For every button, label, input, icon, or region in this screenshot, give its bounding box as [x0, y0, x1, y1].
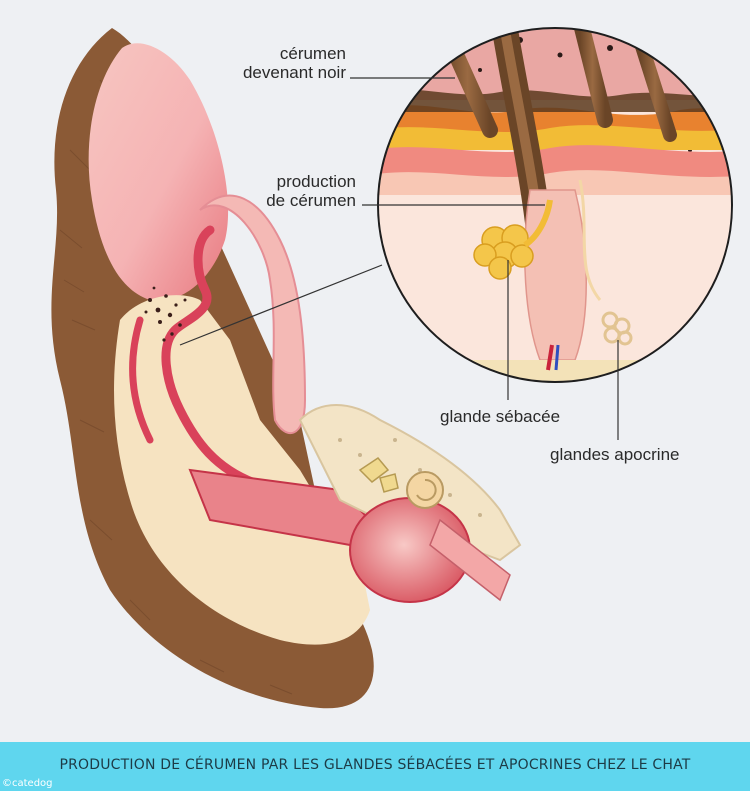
ear-skin-body [114, 295, 370, 645]
caption-bar: PRODUCTION DE CÉRUMEN PAR LES GLANDES SÉ… [0, 742, 750, 791]
label-production-cerumen: production de cérumen [266, 172, 356, 210]
zoom-pointer-line [179, 264, 383, 346]
cerumen-dots [144, 286, 187, 342]
magnified-skin-section [378, 28, 732, 382]
sebaceous-gland [473, 224, 534, 280]
caption-text: PRODUCTION DE CÉRUMEN PAR LES GLANDES SÉ… [59, 757, 691, 773]
pinna-inner [88, 43, 229, 301]
credit-text: ©catedog [2, 778, 53, 789]
cochlea [406, 471, 444, 509]
apocrine-duct [578, 179, 602, 301]
label-glande-sebacee: glande sébacée [440, 407, 561, 426]
label-cerumen-noir: cérumen devenant noir [242, 44, 346, 82]
label-glandes-apocrine: glandes apocrine [550, 445, 680, 464]
apocrine-gland [601, 311, 633, 346]
cartilage-fold [199, 194, 307, 435]
ossicles [358, 457, 399, 493]
eustachian-tube [429, 518, 511, 602]
ear-anatomy-illustration [51, 27, 733, 709]
